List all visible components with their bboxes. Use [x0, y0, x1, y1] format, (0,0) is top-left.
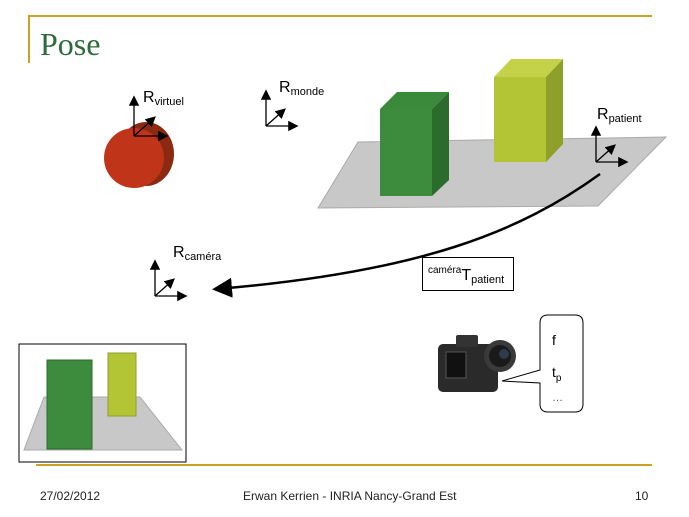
- label-r-camera: Rcaméra: [173, 245, 221, 263]
- label-r-monde-sub: monde: [290, 86, 325, 98]
- transform-arrow: [212, 172, 601, 298]
- transform-sup: caméra: [428, 265, 462, 276]
- axes-virtuel-icon: [128, 95, 169, 142]
- label-r-virtuel-base: R: [143, 89, 155, 106]
- label-r-monde-base: R: [279, 79, 291, 96]
- dark-green-box: [380, 92, 449, 196]
- label-r-patient-sub: patient: [608, 113, 642, 125]
- speech-bubble-icon: [501, 314, 584, 413]
- param-focal: f: [552, 332, 556, 348]
- axes-camera-icon: [149, 259, 188, 302]
- transform-label-box: caméraTpatient: [422, 257, 514, 291]
- param-tp-base: t: [552, 364, 556, 380]
- transform-sub: patient: [471, 274, 505, 286]
- projected-image: [18, 343, 187, 463]
- footer-page-number: 10: [635, 489, 649, 503]
- label-r-virtuel: Rvirtuel: [143, 90, 184, 108]
- param-tp: tp: [552, 364, 561, 384]
- light-green-box: [494, 59, 563, 162]
- label-r-patient-base: R: [597, 106, 609, 123]
- label-r-virtuel-sub: virtuel: [154, 96, 184, 108]
- transform-base: T: [461, 267, 472, 284]
- param-more: …: [552, 392, 563, 404]
- label-r-camera-sub: caméra: [184, 251, 222, 263]
- label-r-camera-base: R: [173, 244, 185, 261]
- footer-author: Erwan Kerrien - INRIA Nancy-Grand Est: [243, 489, 457, 503]
- axes-monde-icon: [260, 89, 299, 132]
- title-rule: [28, 15, 652, 17]
- camera-icon: [438, 335, 516, 392]
- label-r-patient: Rpatient: [597, 107, 642, 125]
- ground-plane: [317, 136, 668, 209]
- slide-title: Pose: [40, 26, 101, 62]
- axes-patient-icon: [590, 125, 629, 168]
- footer-date: 27/02/2012: [40, 489, 101, 503]
- param-tp-sub: p: [555, 372, 562, 384]
- title-rule-vertical: [28, 15, 30, 63]
- label-r-monde: Rmonde: [279, 80, 324, 98]
